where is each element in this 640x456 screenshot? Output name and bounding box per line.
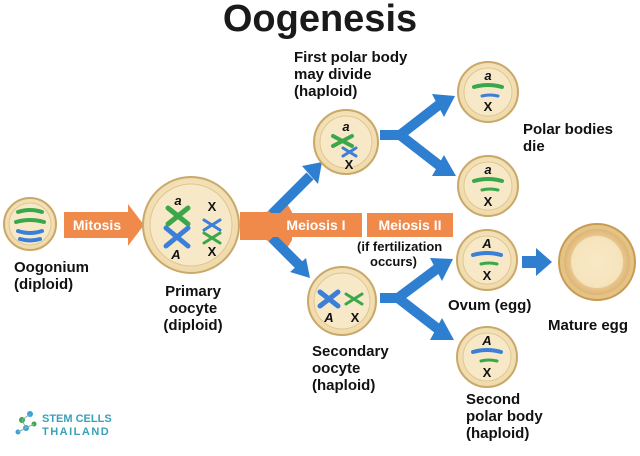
svg-text:(haploid): (haploid) xyxy=(312,377,375,394)
svg-text:a: a xyxy=(174,193,181,208)
oogonium-cell xyxy=(3,197,57,251)
svg-text:a: a xyxy=(484,68,491,83)
svg-text:X: X xyxy=(208,244,217,259)
meiosis-one-label: Meiosis I xyxy=(286,217,345,233)
first-polar-body-cell: a X xyxy=(313,109,379,175)
mitosis-arrow: Mitosis xyxy=(64,204,144,246)
meiosis-two-label-box: Meiosis II xyxy=(367,213,453,237)
meiosis-one-arrow: Meiosis I xyxy=(240,162,362,278)
meiosis-two-label: Meiosis II xyxy=(378,217,441,233)
svg-text:oocyte: oocyte xyxy=(312,360,360,377)
svg-text:Secondary: Secondary xyxy=(312,343,389,360)
svg-text:Primary: Primary xyxy=(165,283,222,300)
svg-text:A: A xyxy=(323,310,333,325)
mitosis-label: Mitosis xyxy=(73,217,121,233)
primary-oocyte-cell: a A X X xyxy=(142,176,240,274)
fertilization-note: (if fertilization occurs) xyxy=(357,239,442,269)
svg-text:A: A xyxy=(481,333,491,348)
svg-text:A: A xyxy=(481,236,491,251)
svg-text:Second: Second xyxy=(466,391,520,408)
svg-text:X: X xyxy=(345,157,354,172)
logo-icon xyxy=(15,411,37,435)
oogonium-label: Oogonium (diploid) xyxy=(14,259,89,293)
svg-text:die: die xyxy=(523,138,545,155)
second-polar-body-cell: A X xyxy=(456,326,518,388)
svg-text:STEM CELLS: STEM CELLS xyxy=(42,413,112,425)
svg-text:(diploid): (diploid) xyxy=(163,317,222,334)
svg-text:X: X xyxy=(484,99,493,114)
svg-text:A: A xyxy=(170,247,180,262)
ovum-cell: A X xyxy=(456,229,518,291)
first-polar-body-label: First polar body may divide (haploid) xyxy=(294,49,408,100)
svg-text:oocyte: oocyte xyxy=(169,300,217,317)
secondary-oocyte-cell: A X xyxy=(307,266,377,336)
svg-text:X: X xyxy=(483,365,492,380)
svg-text:X: X xyxy=(351,310,360,325)
svg-text:a: a xyxy=(342,119,349,134)
polar-body-top-cell: a X xyxy=(457,61,519,123)
svg-text:occurs): occurs) xyxy=(370,254,417,269)
svg-text:(haploid): (haploid) xyxy=(466,425,529,442)
svg-text:Polar bodies: Polar bodies xyxy=(523,121,613,138)
secondary-oocyte-label: Secondary oocyte (haploid) xyxy=(312,343,389,394)
svg-text:X: X xyxy=(484,194,493,209)
svg-text:may divide: may divide xyxy=(294,66,372,83)
polar-body-middle-cell: a X xyxy=(457,155,519,217)
svg-text:THAILAND: THAILAND xyxy=(42,426,110,438)
mature-egg-cell xyxy=(558,223,636,301)
polar-divide-arrow xyxy=(380,94,456,176)
svg-text:(diploid): (diploid) xyxy=(14,276,73,293)
page-title: Oogenesis xyxy=(223,0,417,40)
polar-bodies-die-label: Polar bodies die xyxy=(523,121,613,155)
maturation-arrow xyxy=(522,248,552,276)
primary-oocyte-label: Primary oocyte (diploid) xyxy=(163,283,222,334)
mature-egg-label: Mature egg xyxy=(548,317,628,334)
svg-text:polar body: polar body xyxy=(466,408,543,425)
secondary-divide-arrow xyxy=(380,258,454,340)
svg-text:a: a xyxy=(484,162,491,177)
svg-text:X: X xyxy=(208,199,217,214)
svg-text:X: X xyxy=(483,268,492,283)
second-polar-body-label: Second polar body (haploid) xyxy=(466,391,543,442)
svg-text:First polar body: First polar body xyxy=(294,49,408,66)
stem-cells-thailand-logo: STEM CELLS THAILAND xyxy=(15,411,112,438)
svg-text:(if fertilization: (if fertilization xyxy=(357,239,442,254)
ovum-label: Ovum (egg) xyxy=(448,297,531,314)
svg-text:Oogonium: Oogonium xyxy=(14,259,89,276)
svg-text:(haploid): (haploid) xyxy=(294,83,357,100)
